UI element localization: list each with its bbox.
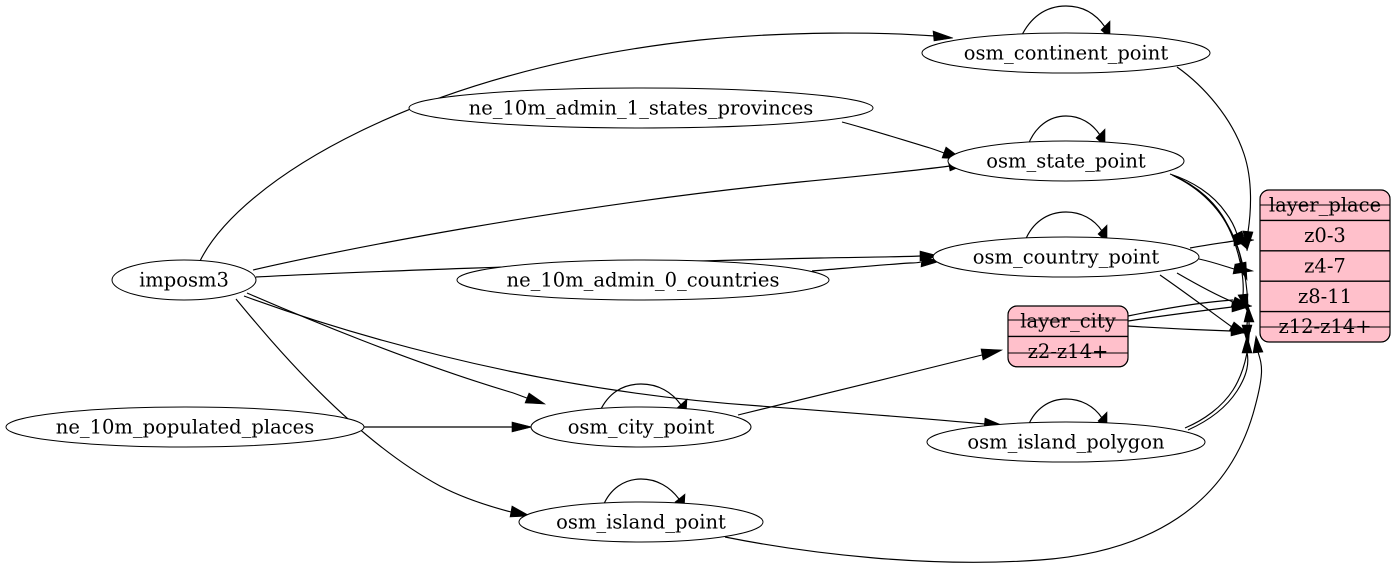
node-osm_island_point[interactable]: osm_island_point [518, 501, 764, 543]
node-label-osm_city_point: osm_city_point [568, 416, 715, 439]
node-osm_continent_point[interactable]: osm_continent_point [921, 32, 1211, 74]
edge-ne_countries-to-osm_country_point [811, 256, 942, 272]
edge-osm_island_polygon-to-layer_place-z8-11 [1184, 304, 1255, 429]
node-osm_island_polygon[interactable]: osm_island_polygon [926, 421, 1206, 463]
record-node-layer_place[interactable]: layer_place z0-3 z4-7 z8-11 z12-z14+ [1259, 189, 1391, 343]
edge-imposm3-to-osm_island_point [235, 298, 532, 518]
edge-imposm3-to-osm_state_point [252, 159, 971, 271]
edge-osm_country_point-to-layer_place-z4-7 [1198, 258, 1255, 275]
edge-imposm3-to-osm_city_point [246, 292, 547, 405]
edge-osm_city_point-to-layer_city [737, 348, 1004, 416]
node-label-ne_10m_admin_1_states_provinces: ne_10m_admin_1_states_provinces [469, 97, 814, 120]
node-layer: imposm3 ne_10m_admin_1_states_provinces … [5, 32, 1211, 543]
edge-layer_city-to-layer_place-z12-z14+ [1127, 325, 1252, 337]
edge-osm_island_point-to-layer_place-z12-z14+ [724, 334, 1264, 563]
record-row-layer_city-title: layer_city [1020, 310, 1116, 333]
node-label-ne_10m_admin_0_countries: ne_10m_admin_0_countries [507, 269, 780, 292]
edge-ne_places-to-osm_city_point [364, 421, 533, 433]
edge-osm_country_point-to-layer_place-z0-3 [1189, 235, 1255, 249]
node-label-ne_10m_populated_places: ne_10m_populated_places [56, 416, 314, 439]
edge-osm_island_polygon-to-layer_place-z12-z14+ [1187, 334, 1253, 431]
record-row-layer_place-z8-11[interactable]: z8-11 [1298, 285, 1352, 308]
node-label-osm_state_point: osm_state_point [986, 150, 1146, 173]
node-osm_country_point[interactable]: osm_country_point [932, 236, 1200, 278]
edge-layer_city-to-layer_place-z8-11 [1127, 301, 1253, 322]
node-label-osm_continent_point: osm_continent_point [964, 42, 1169, 65]
node-ne_10m_admin_1_states_provinces[interactable]: ne_10m_admin_1_states_provinces [408, 87, 874, 129]
record-row-layer_place-title: layer_place [1269, 194, 1381, 217]
node-osm_city_point[interactable]: osm_city_point [530, 406, 752, 448]
record-row-layer_place-z4-7[interactable]: z4-7 [1304, 254, 1346, 277]
record-row-layer_place-z12-z14plus[interactable]: z12-z14+ [1278, 315, 1371, 338]
node-osm_state_point[interactable]: osm_state_point [947, 140, 1185, 182]
edge-osm_continent_point-to-layer_place-z0-3 [1176, 66, 1254, 252]
node-label-imposm3: imposm3 [139, 269, 229, 292]
node-label-osm_country_point: osm_country_point [973, 246, 1160, 269]
node-label-osm_island_polygon: osm_island_polygon [967, 431, 1165, 454]
record-row-layer_place-z0-3[interactable]: z0-3 [1304, 224, 1346, 247]
edge-ne_states-to-osm_state_point [841, 121, 963, 160]
record-node-layer_city[interactable]: layer_city z2-z14+ [1007, 305, 1129, 368]
node-label-osm_island_point: osm_island_point [556, 511, 726, 534]
edge-imposm3-to-osm_continent_point [199, 30, 954, 262]
node-imposm3[interactable]: imposm3 [111, 259, 257, 301]
node-ne_10m_populated_places[interactable]: ne_10m_populated_places [5, 406, 365, 448]
node-ne_10m_admin_0_countries[interactable]: ne_10m_admin_0_countries [456, 259, 830, 301]
record-row-layer_city-z2-z14plus[interactable]: z2-z14+ [1028, 340, 1109, 363]
edge-layer_city-fan-extra [1127, 299, 1234, 317]
